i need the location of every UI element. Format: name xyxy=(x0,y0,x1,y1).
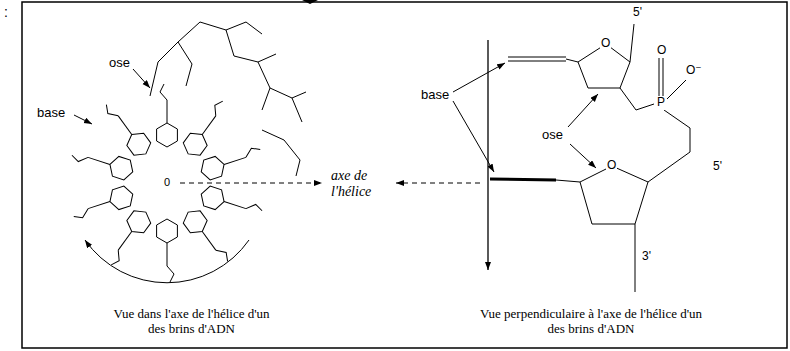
part-label: base xyxy=(420,88,450,103)
caption-text: Vue dans l'axe de l'hélice d'un des brin… xyxy=(108,307,275,337)
axis-arrow xyxy=(396,183,480,184)
fragment-mark: : xyxy=(3,4,9,20)
atom-label: O xyxy=(600,37,611,51)
center-label: 0 xyxy=(163,176,171,189)
atom-label: O⁻ xyxy=(685,64,703,78)
helix-top-view xyxy=(70,22,306,283)
atom-label: O xyxy=(656,44,667,58)
part-label: ose xyxy=(541,128,564,143)
helix-side-view xyxy=(453,24,690,292)
atom-label: O xyxy=(606,159,617,173)
caption-text: Vue perpendiculaire à l'axe de l'hélice … xyxy=(470,307,712,337)
axis-label: axe de l'hélice xyxy=(330,168,394,200)
cut-arrow xyxy=(302,0,318,4)
part-label: ose xyxy=(108,56,131,71)
axis-arrow xyxy=(180,183,322,184)
position-label: 3' xyxy=(641,250,652,264)
position-label: 5' xyxy=(712,160,723,174)
part-label: base xyxy=(36,106,66,121)
frame xyxy=(22,2,787,348)
position-label: 5' xyxy=(632,6,643,20)
atom-label: P xyxy=(656,96,666,110)
